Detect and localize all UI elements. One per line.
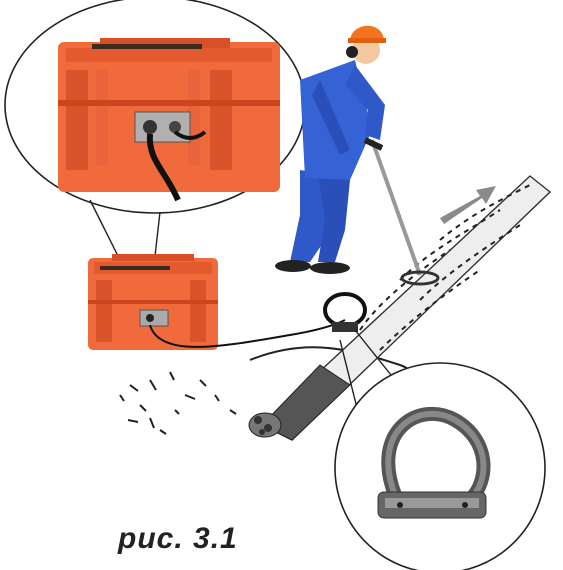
- figure-caption: рис. 3.1: [118, 522, 238, 556]
- worker-with-locator-icon: [275, 26, 438, 284]
- generator-case-icon: [88, 254, 218, 350]
- generator-case-closeup: [58, 38, 280, 200]
